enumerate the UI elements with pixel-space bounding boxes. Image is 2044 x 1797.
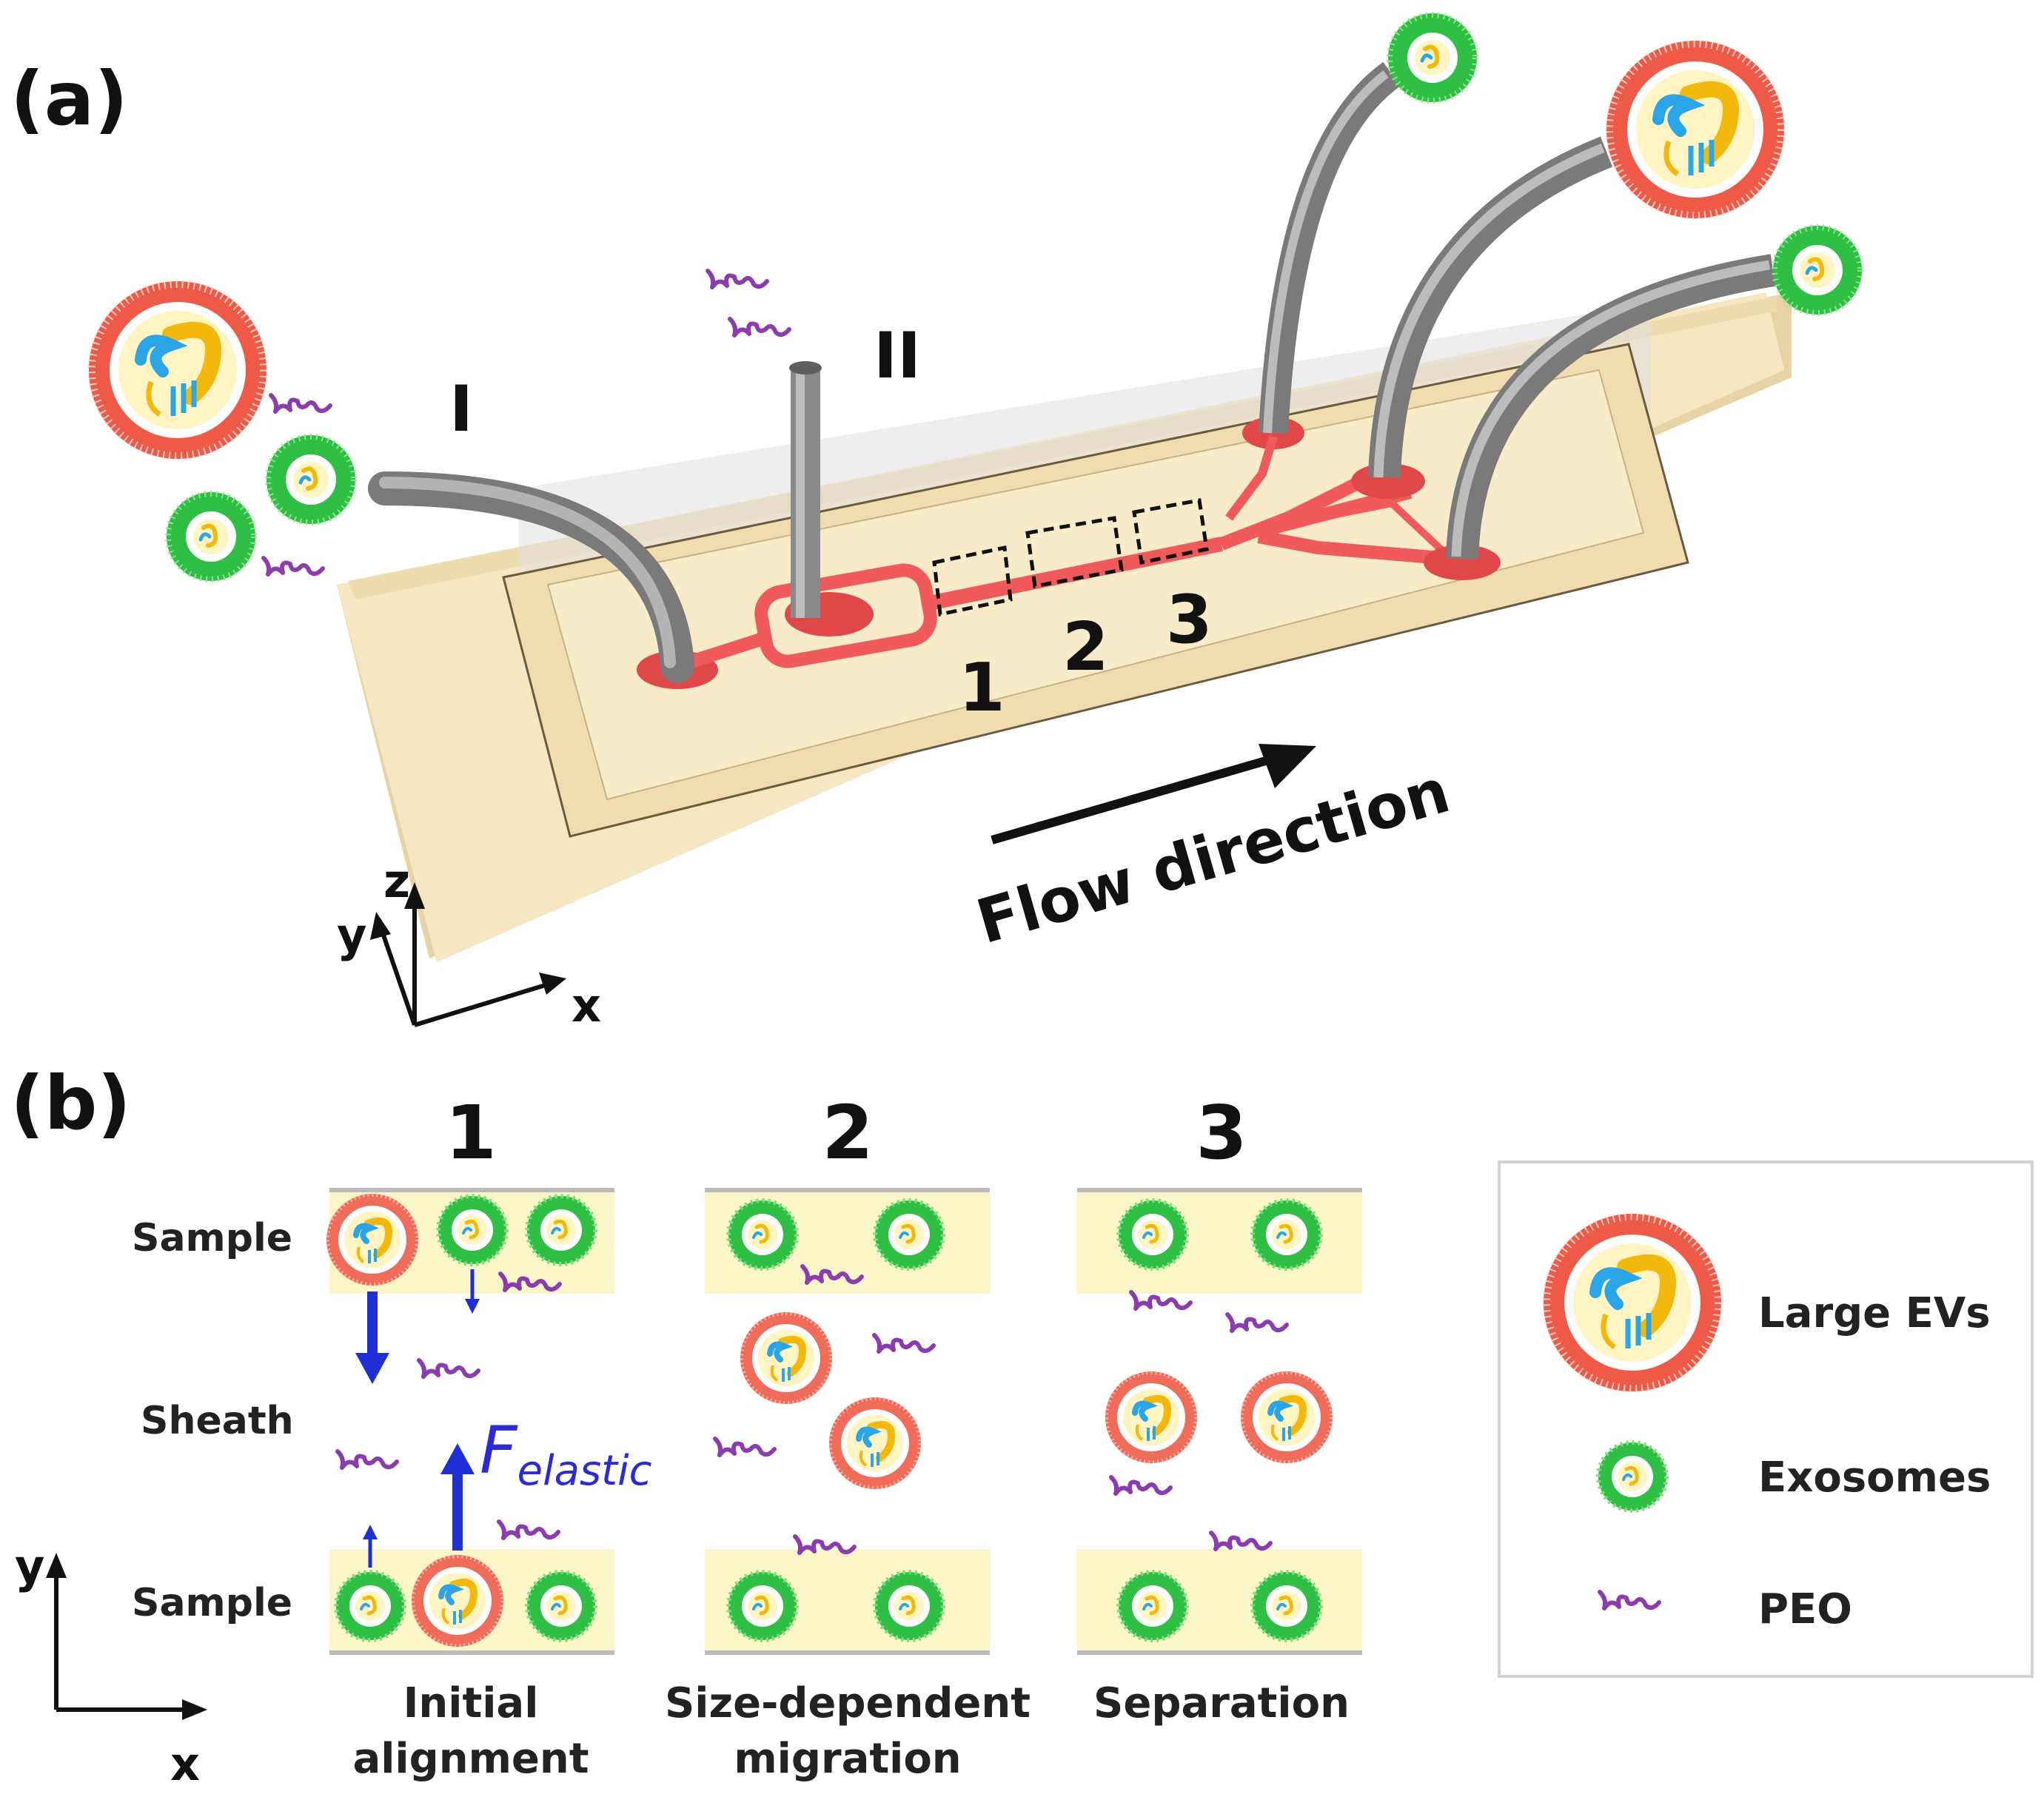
large-ev-icon [829,1397,921,1489]
exosome-icon [1388,13,1477,102]
exosome-icon [267,435,355,524]
flow-direction-label: Flow direction [969,756,1457,958]
box-label-1: 1 [959,649,1005,727]
stage-2-caption-line2: migration [734,1735,961,1783]
row-label-sample-top: Sample [132,1216,292,1260]
exosome-icon [167,492,255,581]
box-label-3: 3 [1166,581,1213,659]
axes-3d [370,882,566,1027]
peo-icon [338,1451,397,1468]
exosome-icon [336,1572,404,1640]
peo-icon [1211,1533,1270,1549]
large-ev-icon [1544,1214,1721,1391]
box-label-2: 2 [1062,608,1109,686]
stage-3-channel [1077,1188,1362,1655]
stage-1-number: 1 [445,1089,497,1176]
axis-x-label: x [572,978,601,1032]
exosome-icon [1119,1572,1187,1640]
row-label-sheath: Sheath [141,1399,294,1443]
peo-icon [419,1360,478,1377]
peo-icon [1111,1477,1170,1494]
observation-box-2 [1025,516,1124,588]
peo-icon [1227,1314,1287,1331]
exosome-icon [1598,1442,1666,1511]
stage-3-caption-line1: Separation [1093,1679,1350,1727]
stage-2-number: 2 [822,1089,874,1176]
axis-z-label: z [383,854,410,908]
axis-y-label: y [337,908,366,962]
exosome-icon [875,1200,943,1269]
large-ev-icon [326,1194,418,1286]
exosome-icon [875,1572,943,1640]
panel-a-label: (a) [10,56,128,142]
force-label: Felastic [480,1412,652,1495]
peo-icon [795,1536,854,1553]
exosome-icon [728,1572,797,1640]
large-ev-icon [740,1312,832,1404]
peo-icon [874,1335,934,1351]
axis-2d-x-label: x [170,1737,200,1791]
inlet-label-2: II [874,319,921,393]
large-ev-icon [89,281,267,459]
observation-box-3 [1132,498,1209,565]
peo-icon [708,271,767,287]
large-ev-icon [1606,41,1784,218]
legend-label-peo: PEO [1758,1585,1852,1633]
outlet-tube-1 [1259,61,1401,434]
peo-icon [1131,1292,1190,1309]
peo-icon [730,319,789,335]
peo-icon [499,1522,558,1538]
migration-arrows [355,1269,480,1568]
peo-icon [264,558,323,574]
axes-2d [46,1553,207,1720]
stage-2-caption-line1: Size-dependent [665,1679,1031,1727]
large-ev-icon [412,1555,503,1647]
legend-label-exosomes: Exosomes [1758,1454,1991,1502]
inlet-label-1: I [449,372,473,446]
flow-arrow [991,744,1316,844]
stage-1-caption-line1: Initial [403,1679,539,1727]
exosome-icon [438,1196,506,1264]
inlet-tube-2 [789,361,822,618]
large-ev-icon [1241,1371,1333,1463]
observation-box-1 [932,545,1013,617]
panel-b-label: (b) [10,1060,131,1146]
axis-2d-y-label: y [15,1539,44,1593]
large-ev-icon [1105,1371,1197,1463]
exosome-icon [1773,226,1862,315]
exosome-icon [1253,1200,1321,1269]
row-label-sample-bottom: Sample [132,1581,292,1625]
legend: Large EVs Exosomes PEO [1498,1161,2034,1678]
exosome-icon [1119,1200,1187,1269]
stage-3-number: 3 [1196,1089,1247,1176]
inlet-tube-1 [368,471,694,683]
legend-label-large-evs: Large EVs [1758,1289,1991,1337]
exosome-icon [527,1572,595,1640]
outlet-tube-2 [1368,136,1613,478]
peo-icon [715,1439,774,1455]
peo-icon [271,395,330,412]
exosome-icon [527,1196,595,1264]
exosome-icon [1253,1572,1321,1640]
outlet-tube-3 [1446,254,1776,560]
exosome-icon [728,1200,797,1269]
stage-1-caption-line2: alignment [352,1735,589,1783]
